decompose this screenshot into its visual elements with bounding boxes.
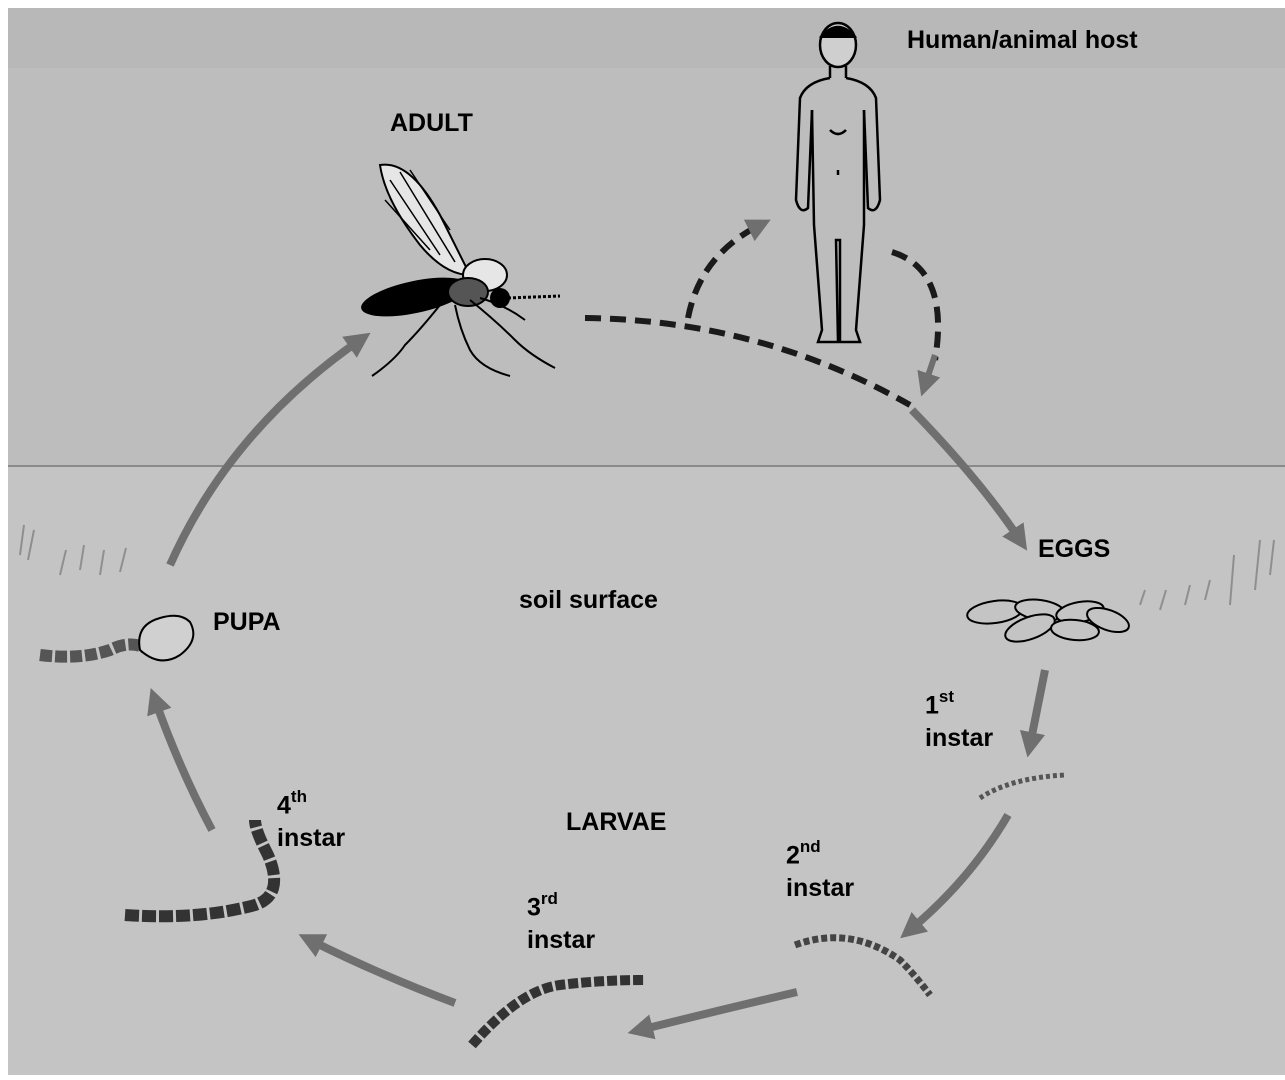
arrow-to-eggs [909, 407, 1028, 551]
pupa-label: PUPA [213, 608, 281, 636]
grass-right [1139, 539, 1275, 611]
instar1-number: 1 [925, 691, 939, 720]
adult-label: ADULT [390, 109, 473, 137]
arrow-instar3-to-instar4 [298, 934, 457, 1007]
larva-instar1-icon [978, 772, 1066, 801]
larva-instar3-icon [468, 975, 646, 1049]
instar4-word: instar [277, 824, 346, 853]
grass-left [19, 524, 127, 576]
instar4-suffix: th [290, 787, 307, 806]
instar3-word: instar [527, 926, 596, 955]
sky-area [8, 8, 1285, 466]
soil-surface-label: soil surface [519, 586, 658, 614]
arrow-eggs-to-instar1 [1019, 669, 1049, 758]
human-host-icon [794, 21, 882, 344]
instar1-suffix: st [938, 687, 955, 706]
eggs-label: EGGS [1038, 535, 1111, 563]
arrow-instar1-to-instar2 [900, 812, 1012, 939]
pupa-icon [39, 614, 195, 663]
instar4-number: 4 [277, 791, 291, 820]
host-label: Human/animal host [907, 26, 1138, 54]
dashed-host-down [891, 249, 941, 361]
instar2-label: 2nd instar [786, 837, 855, 903]
sky-noise-band [8, 8, 1285, 68]
larvae-label: LARVAE [566, 808, 667, 836]
dashed-host-arrowhead [917, 354, 941, 397]
arrow-pupa-to-adult [166, 332, 371, 567]
instar3-suffix: rd [540, 889, 558, 908]
instar4-label: 4th instar [277, 787, 346, 853]
ground-area [8, 466, 1285, 1075]
instar3-number: 3 [527, 893, 541, 922]
arrow-instar4-to-pupa [147, 687, 216, 832]
instar2-word: instar [786, 874, 855, 903]
instar2-suffix: nd [799, 837, 821, 856]
arrow-instar2-to-instar3 [627, 988, 798, 1040]
adult-midge-icon [361, 163, 561, 377]
larva-instar2-icon [793, 934, 933, 998]
instar1-word: instar [925, 724, 994, 753]
eggs-icon [966, 598, 1130, 643]
larva-instar4-icon [124, 819, 281, 923]
instar2-number: 2 [786, 841, 800, 870]
dashed-to-host [685, 219, 771, 319]
instar1-label: 1st instar [925, 687, 994, 753]
instar3-label: 3rd instar [527, 889, 596, 955]
